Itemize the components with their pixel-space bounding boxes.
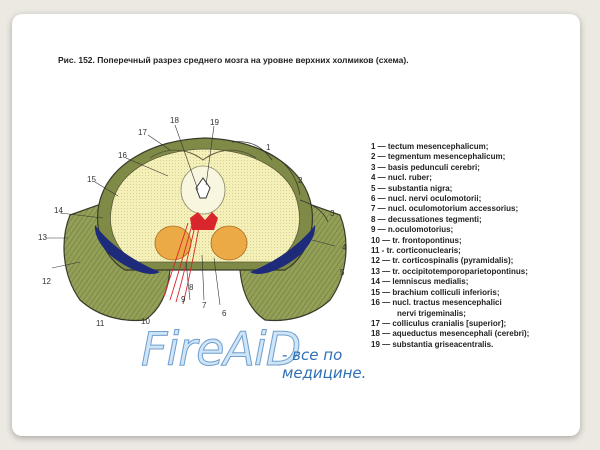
legend-item: 6 — nucl. nervi oculomotorii;	[371, 194, 482, 204]
legend-item: 3 — basis pedunculi cerebri;	[371, 162, 480, 172]
watermark-tagline-line2: медицине.	[282, 364, 367, 382]
legend-item: 18 — aqueductus mesencephali (cerebri);	[371, 329, 530, 339]
fig-label-11: 11	[96, 319, 105, 328]
figure-caption: Рис. 152. Поперечный разрез среднего моз…	[58, 55, 409, 65]
fig-label-1: 1	[266, 143, 271, 152]
legend-item: 15 — brachium colliculi inferioris;	[371, 287, 500, 297]
legend-item-continuation: nervi trigeminalis;	[397, 308, 466, 318]
legend-item: 4 — nucl. ruber;	[371, 173, 432, 183]
fig-label-8: 8	[189, 283, 194, 292]
legend-item: 8 — decussationes tegmenti;	[371, 214, 482, 224]
fig-label-10: 10	[141, 317, 150, 326]
left-substantia-nigra	[94, 225, 160, 275]
bracket-3	[299, 199, 329, 223]
bracket-1	[231, 141, 273, 161]
right-substantia-nigra	[250, 225, 316, 275]
fig-label-18: 18	[170, 116, 179, 125]
fig-label-7: 7	[202, 301, 207, 310]
legend-item: 9 — n.oculomotorius;	[371, 225, 454, 235]
legend-item: 1 — tectum mesencephalicum;	[371, 142, 489, 151]
fig-label-9: 9	[181, 295, 186, 304]
bracket-2	[261, 149, 301, 196]
fig-label-4: 4	[342, 243, 347, 252]
legend-item: 16 — nucl. tractus mesencephalici	[371, 298, 502, 308]
fig-label-5: 5	[340, 268, 345, 277]
fig-label-12: 12	[42, 277, 51, 286]
watermark-tagline-line1: - все по	[282, 346, 343, 364]
fig-label-14: 14	[54, 206, 63, 215]
legend-item: 5 — substantia nigra;	[371, 183, 453, 193]
watermark-tagline: - все по медицине.	[282, 346, 366, 382]
legend-item: 13 — tr. occipitotemporoparietopontinus;	[371, 266, 528, 276]
fig-label-15: 15	[87, 175, 96, 184]
legend-item: 2 — tegmentum mesencephalicum;	[371, 152, 506, 162]
leader-lines	[46, 124, 336, 306]
fig-label-6: 6	[222, 309, 227, 318]
fig-label-3: 3	[330, 209, 335, 218]
fig-label-17: 17	[138, 128, 147, 137]
fig-label-19: 19	[210, 118, 219, 127]
fig-label-16: 16	[118, 151, 127, 160]
legend-item: 19 — substantia griseacentralis.	[371, 339, 494, 349]
superior-colliculi	[149, 149, 257, 161]
right-red-nucleus	[210, 225, 248, 261]
figure-legend: 1 — tectum mesencephalicum; 2 — tegmentu…	[371, 142, 571, 350]
oculomotor-nerve-fibers	[163, 222, 200, 305]
fig-label-2: 2	[298, 176, 303, 185]
legend-item: 17 — colliculus cranialis [superior];	[371, 318, 507, 328]
legend-item: 12 — tr. corticospinalis (pyramidalis);	[371, 256, 514, 266]
legend-item: 14 — lemniscus medialis;	[371, 277, 469, 287]
legend-item: 10 — tr. frontopontinus;	[371, 235, 462, 245]
legend-item: 7 — nucl. oculomotorium accessorius;	[371, 204, 519, 214]
watermark-brand: FireAiD	[140, 322, 301, 377]
oculomotor-nuclei	[190, 212, 218, 230]
fig-label-13: 13	[38, 233, 47, 242]
legend-item: 11 - tr. corticonuclearis;	[371, 246, 461, 256]
